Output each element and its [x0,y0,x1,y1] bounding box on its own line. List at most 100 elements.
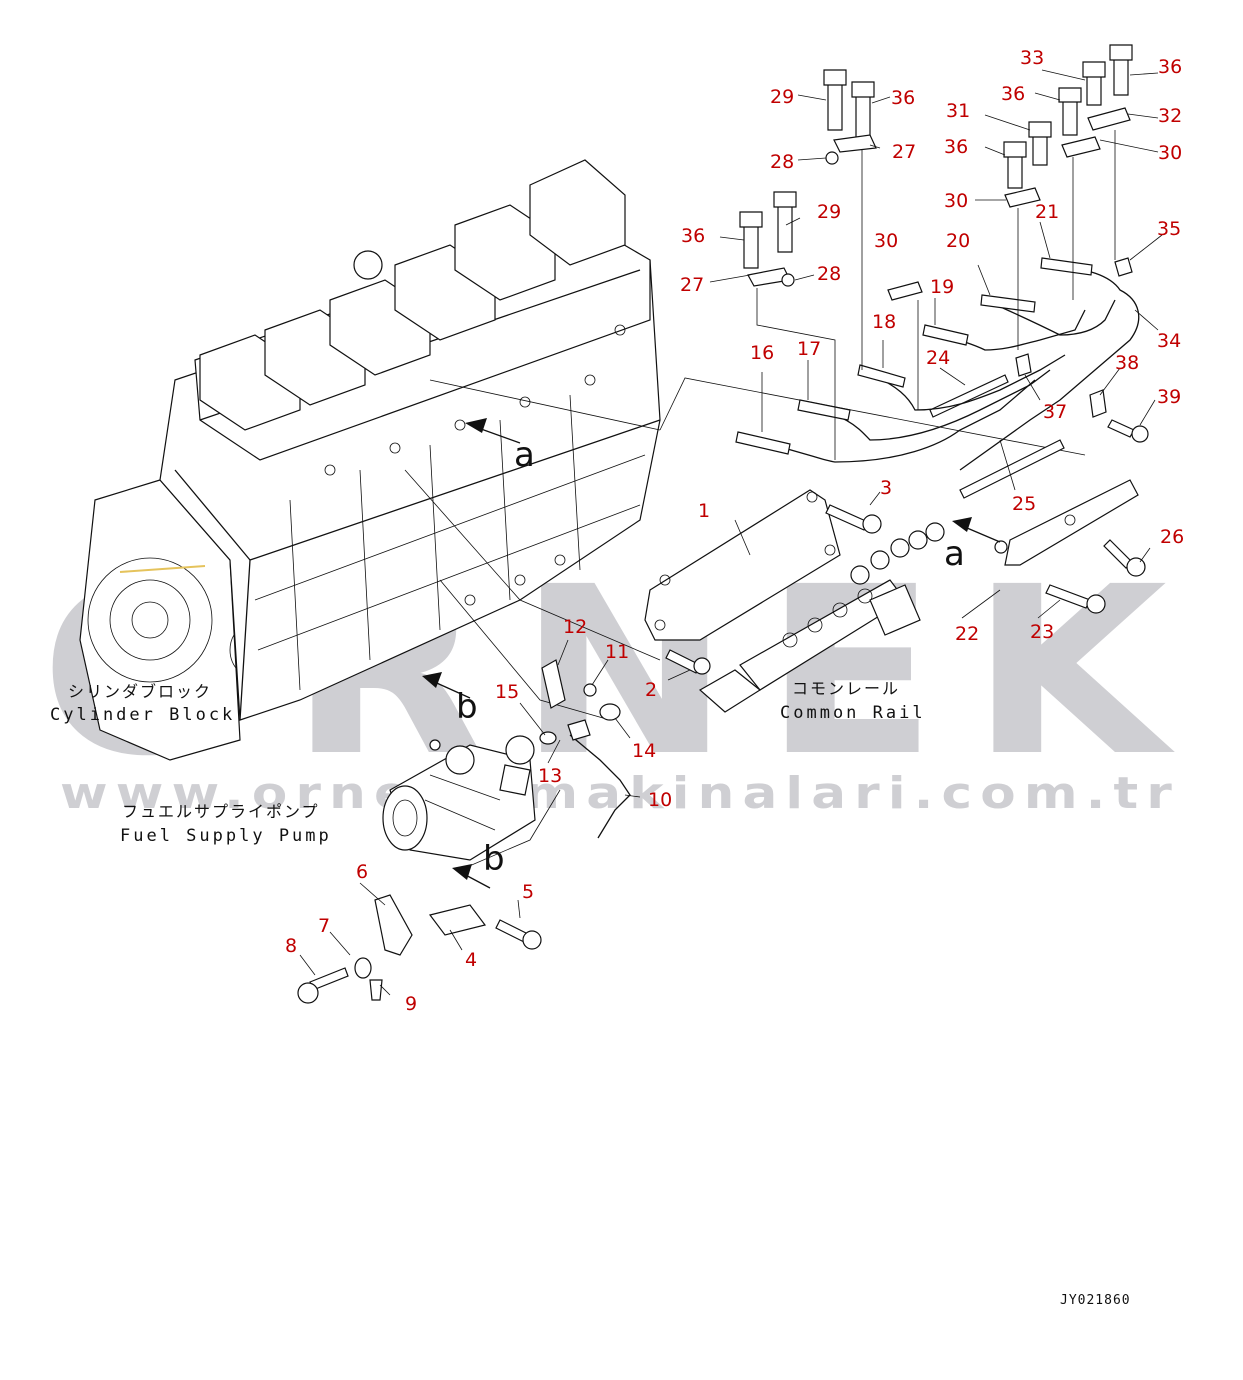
caption-fuel-supply-pump-jp: フュエルサプライポンプ [122,802,320,821]
callout-leaders [299,69,1163,996]
callouts: 1 2 3 4 5 6 7 8 9 10 11 12 13 14 15 16 1… [285,47,1184,1015]
common-rail [698,579,921,713]
bolt-36-mid [739,211,763,269]
gasket-13 [567,719,591,741]
callout-9: 9 [405,993,417,1015]
view-marker-b-pump: b [483,839,505,879]
callout-16: 16 [750,342,774,364]
plug-9 [369,979,383,1001]
frame-line [439,579,611,721]
callout-28-top: 28 [770,151,794,173]
bolt-5 [495,919,542,950]
fuel-supply-pump [382,735,536,861]
callout-21: 21 [1035,201,1059,223]
callout-20: 20 [946,230,970,252]
bolt-36-top-right [1109,44,1133,96]
callout-36-right: 36 [944,136,968,158]
bolt-26 [1103,539,1146,577]
callout-27-mid: 27 [680,274,704,296]
bolt-29-top [823,69,847,131]
drawing-number: JY021860 [1060,1293,1131,1308]
callout-24: 24 [926,347,950,369]
callout-30-a: 30 [874,230,898,252]
callout-2: 2 [645,679,657,701]
clamp-32 [1087,107,1131,131]
caption-cylinder-block-en: Cylinder Block [50,705,235,725]
callout-30-b: 30 [944,190,968,212]
caption-common-rail-jp: コモンレール [792,679,900,698]
cylinder-block-drawing [79,159,661,761]
view-marker-b-block: b [456,687,478,727]
callout-8: 8 [285,935,297,957]
callout-29-top: 29 [770,86,794,108]
clamp-27-top [833,134,877,153]
clamp-37 [1015,353,1032,377]
callout-10: 10 [648,789,672,811]
callout-7: 7 [318,915,330,937]
callout-6: 6 [356,861,368,883]
callout-35: 35 [1157,218,1181,240]
frame-line [429,379,661,431]
view-marker-a-block: a [514,435,535,475]
callout-26: 26 [1160,526,1184,548]
spacer-7 [354,957,372,979]
view-arrow-b-block [422,672,471,699]
caption-cylinder-block-jp: シリンダブロック [68,682,212,701]
fuel-pipe-10 [569,734,631,839]
bracket-1 [644,489,841,641]
callout-36-top-right: 36 [1158,56,1182,78]
callout-37: 37 [1043,401,1067,423]
callout-25: 25 [1012,493,1036,515]
callout-34: 34 [1157,330,1181,352]
callout-12: 12 [563,616,587,638]
bolt-36-right [1003,141,1027,189]
callout-28-mid: 28 [817,263,841,285]
part-11 [583,683,597,697]
bolt-8 [297,967,349,1004]
callout-30-c: 30 [1158,142,1182,164]
view-arrow-a-rail [952,517,1001,543]
clamp-38 [1089,389,1107,418]
bolt-29-mid [773,191,797,253]
bolt-33 [1082,61,1106,106]
callout-29-mid: 29 [817,201,841,223]
bolt-2 [665,649,711,675]
callout-18: 18 [872,311,896,333]
callout-5: 5 [522,881,534,903]
frame-line [459,789,561,871]
pipe-12 [541,659,566,709]
top-bolts [739,44,1133,301]
assembly-lines [756,130,1116,460]
clamp-30-c [1061,136,1101,158]
bolt-39 [1107,419,1149,443]
callout-14: 14 [632,740,656,762]
frame-line [404,469,661,661]
clamp-30-b [1004,187,1041,208]
callout-31: 31 [946,100,970,122]
caption-common-rail-en: Common Rail [780,703,926,723]
clamp-bar-24 [929,374,1009,418]
rocker-covers [199,159,626,431]
callout-36-top: 36 [891,87,915,109]
washer-15 [539,731,557,745]
rail-fittings [850,522,945,585]
callout-36-upper: 36 [1001,83,1025,105]
callout-3: 3 [880,477,892,499]
injection-pipes [735,257,1140,471]
view-arrow-b-pump [452,864,491,889]
bolt-23 [1045,584,1106,614]
clamp-30-a [887,281,923,301]
clamp-35 [1114,257,1133,277]
callout-17: 17 [797,338,821,360]
callout-32: 32 [1158,105,1182,127]
bolt-3 [825,504,882,534]
callout-11: 11 [605,641,629,663]
bolt-36-upper [1058,87,1082,136]
bracket-22 [994,479,1139,566]
nut-28-top [825,151,839,165]
callout-38: 38 [1115,352,1139,374]
frame-line [659,377,1086,456]
clamp-bar-25 [959,439,1065,499]
